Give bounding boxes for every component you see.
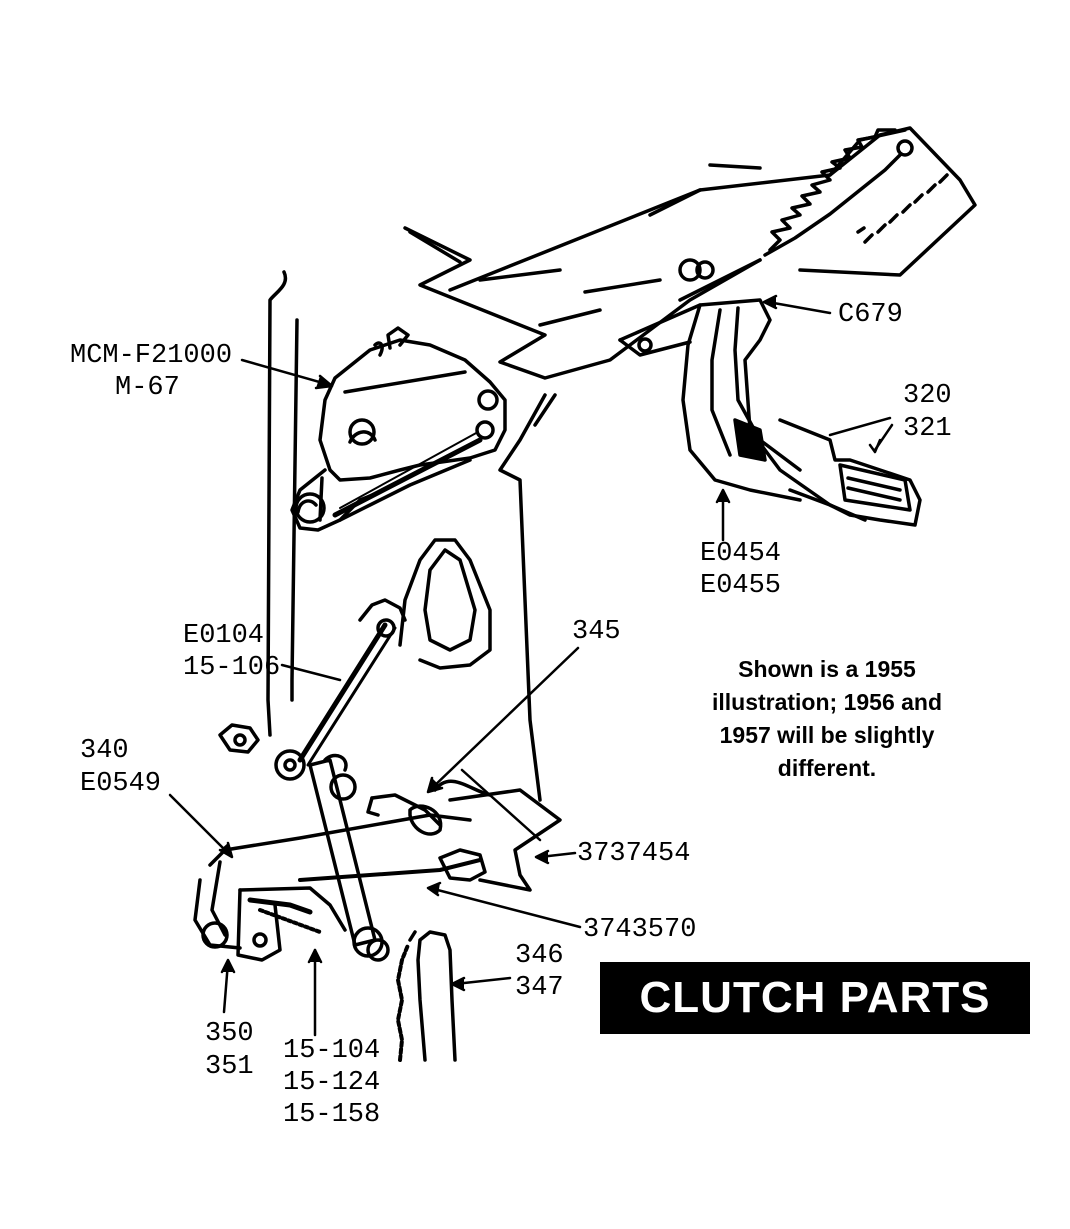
master-cylinder (290, 326, 507, 532)
label-rod-2: 15-106 (183, 653, 281, 683)
firewall-panel (266, 126, 977, 802)
label-spring-2: 347 (515, 973, 564, 1003)
label-shaft-2: 15-124 (283, 1068, 381, 1098)
leader-lines (168, 294, 894, 1037)
note-line-4: different. (777, 755, 877, 781)
note-line-2: illustration; 1956 and (711, 689, 943, 715)
label-3737454: 3737454 (577, 839, 691, 869)
clutch-parts-banner: CLUTCH PARTS (600, 962, 1030, 1034)
label-bracket-1: 340 (80, 736, 129, 766)
release-rod (218, 538, 492, 781)
label-shaft-1: 15-104 (283, 1036, 381, 1066)
pedal-pad (778, 418, 922, 527)
label-spring-1: 346 (515, 941, 564, 971)
label-bushing-1: 350 (205, 1019, 254, 1049)
label-master-cylinder-2: M-67 (115, 373, 180, 403)
label-c679: C679 (838, 300, 903, 330)
label-pedal-1: E0454 (700, 539, 782, 569)
label-pedal-pad-1: 320 (903, 381, 952, 411)
label-3743570: 3743570 (583, 915, 697, 945)
label-rod-1: E0104 (183, 621, 265, 651)
illustration-note: Shown is a 1955 illustration; 1956 and 1… (662, 653, 992, 785)
label-bracket-2: E0549 (80, 769, 162, 799)
note-line-3: 1957 will be slightly (719, 722, 935, 748)
note-line-1: Shown is a 1955 (738, 656, 916, 682)
label-bushing-2: 351 (205, 1052, 254, 1082)
clutch-pedal (618, 128, 914, 522)
label-345: 345 (572, 617, 621, 647)
label-pedal-pad-2: 321 (903, 414, 952, 444)
lower-linkage (193, 753, 562, 962)
label-shaft-3: 15-158 (283, 1100, 381, 1130)
return-spring (396, 930, 457, 1062)
label-master-cylinder-1: MCM-F21000 (70, 341, 233, 371)
label-pedal-2: E0455 (700, 571, 782, 601)
